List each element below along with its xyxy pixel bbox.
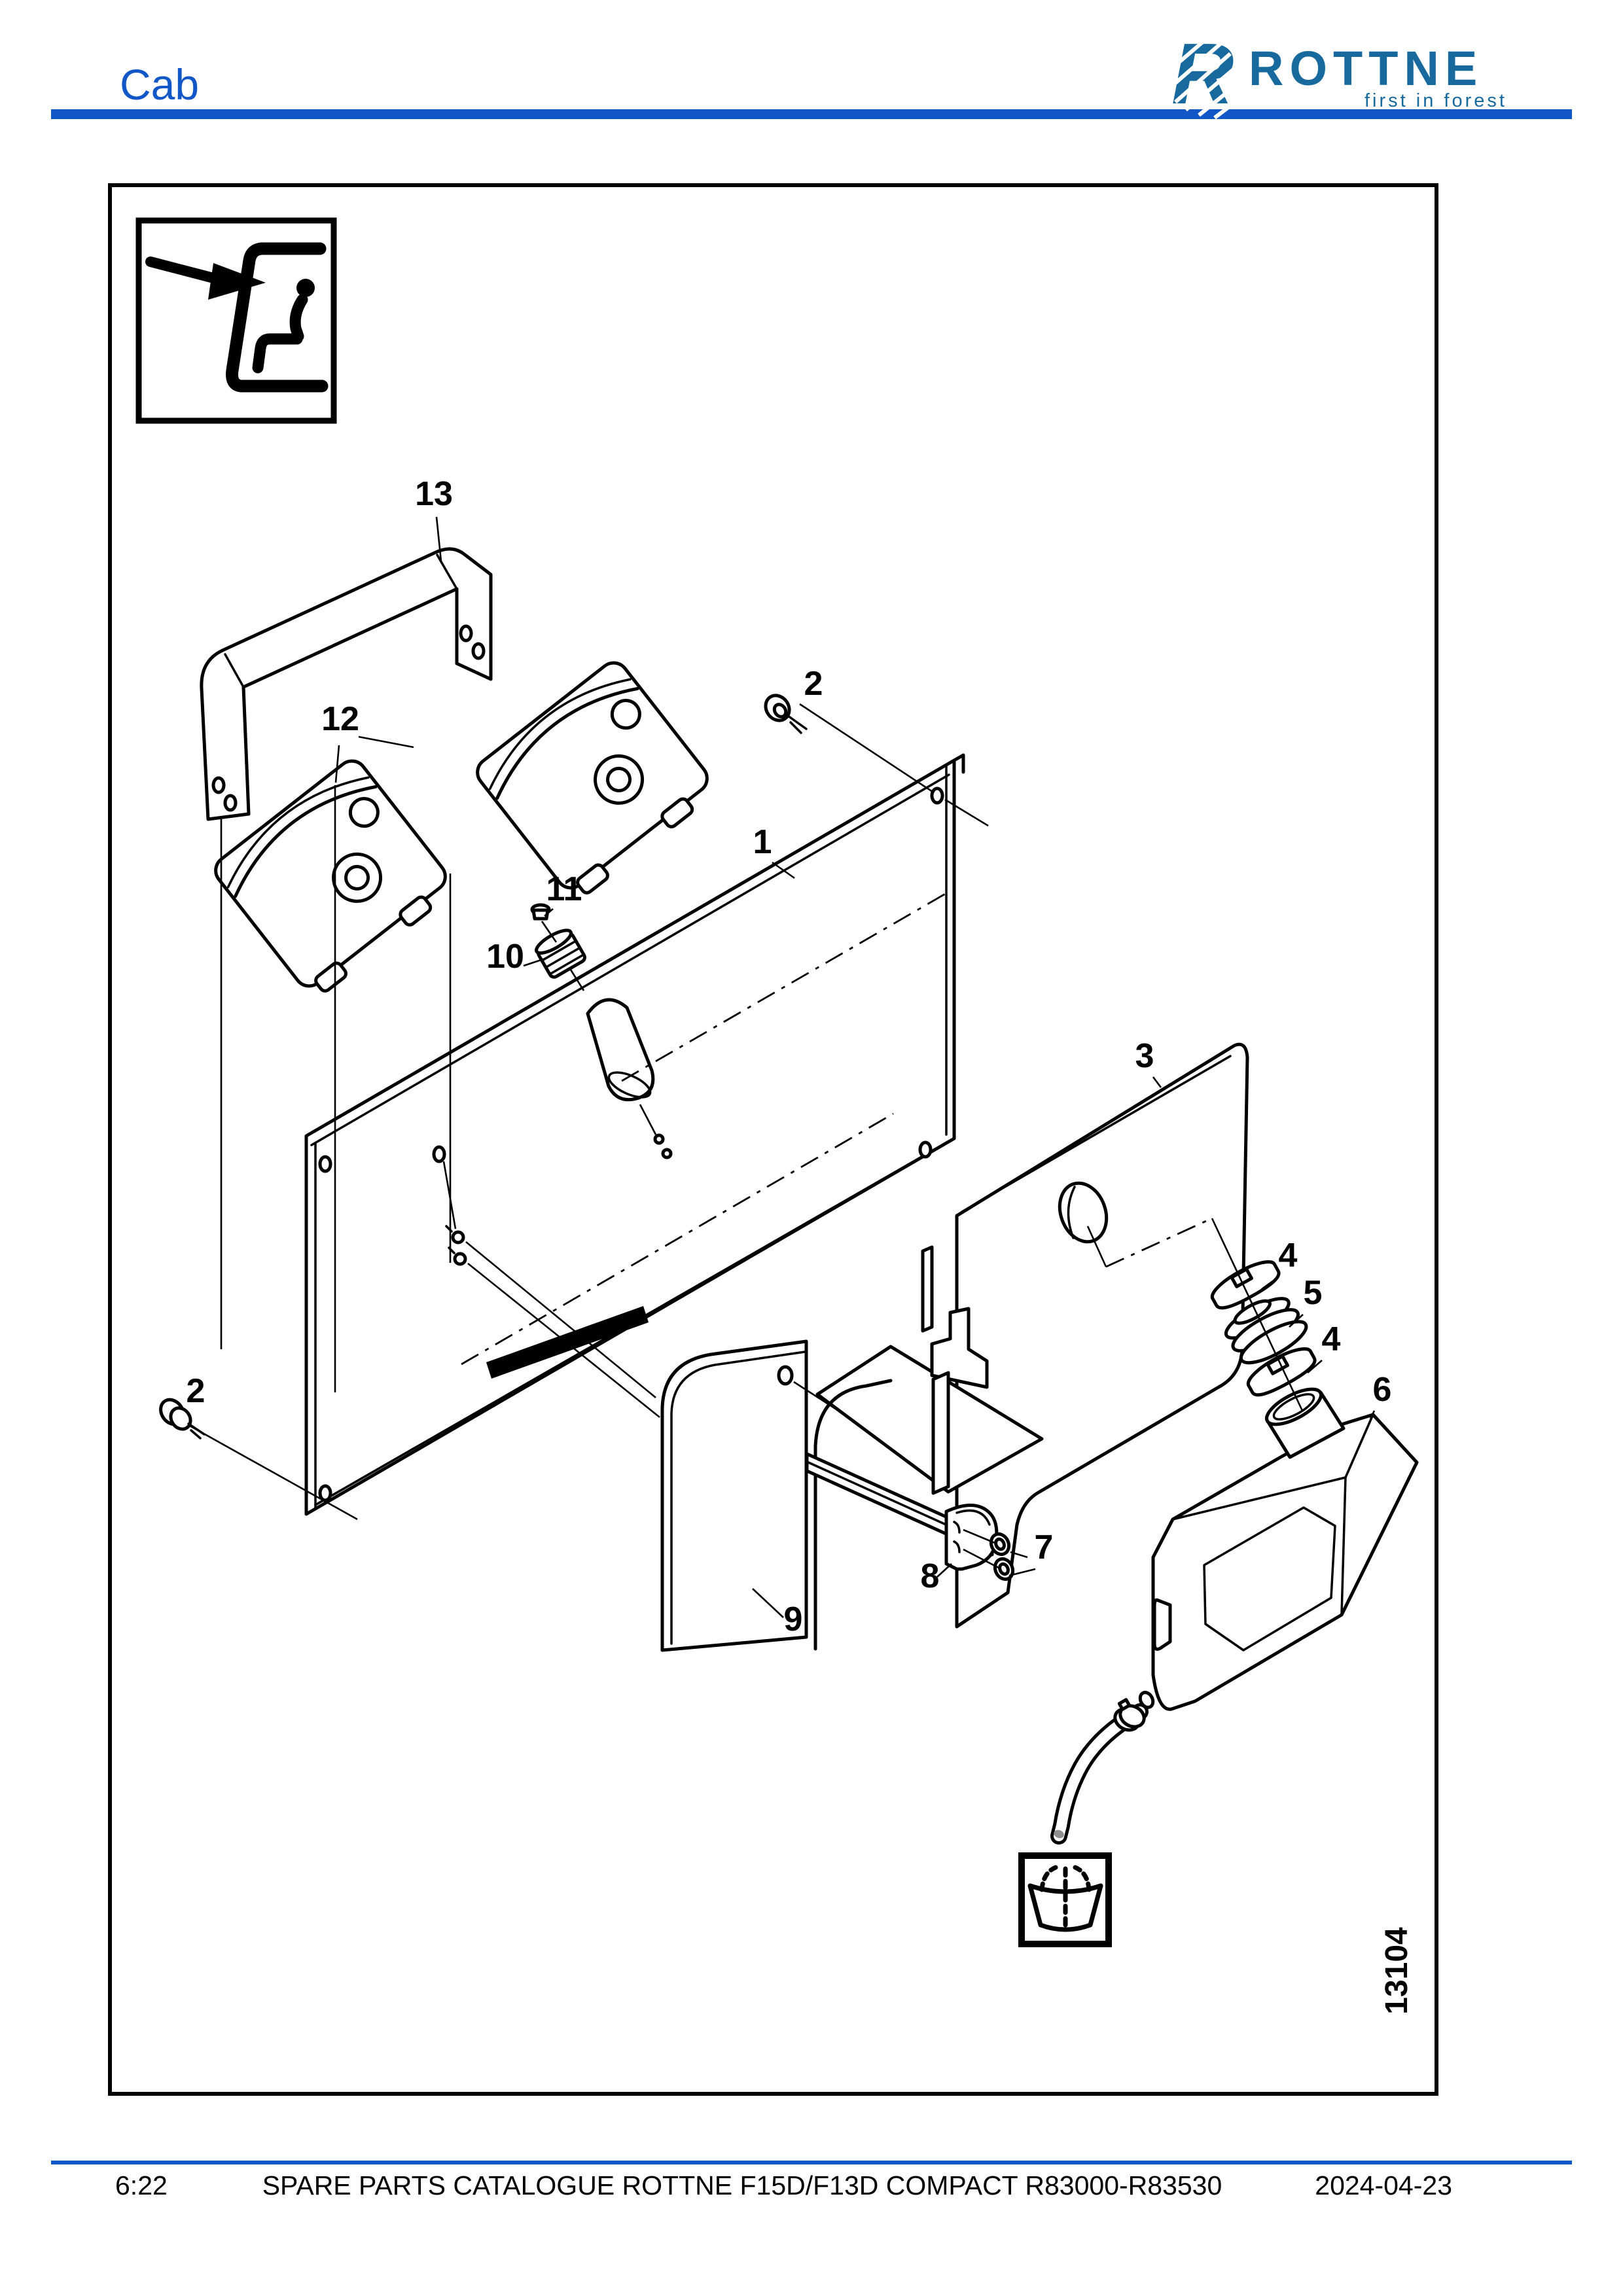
leader-line: [1008, 1568, 1036, 1577]
footer-page-ref: 6:22: [115, 2170, 168, 2200]
vent-cone: [586, 998, 673, 1159]
page-title: Cab: [120, 60, 199, 109]
part-label-8: 8: [921, 1557, 940, 1595]
dash-dot-lines: [461, 891, 1213, 1366]
part-label-4: 4: [1322, 1320, 1341, 1358]
leader-line: [1010, 1551, 1028, 1559]
leader-line: [752, 1588, 784, 1618]
page-header: Cab R ROTTNE first in forest: [51, 24, 1572, 122]
tank-filler-neck: [1265, 1387, 1346, 1459]
windshield-washer-icon: [1018, 1852, 1112, 1947]
part-2-screw-left: [159, 1398, 205, 1439]
part-label-5: 5: [1304, 1274, 1323, 1312]
dash-dot-line: [1105, 1217, 1213, 1268]
leader-line: [963, 1528, 995, 1544]
leader-line: [544, 908, 554, 917]
part-label-2: 2: [804, 665, 823, 703]
leader-line: [188, 1424, 358, 1521]
part-2-screw-top: [764, 694, 808, 734]
part-5-bellows: [1224, 1297, 1308, 1365]
part-9-lower-panel: [660, 1339, 808, 1652]
leader-line: [799, 703, 933, 793]
part-label-10: 10: [486, 938, 524, 976]
mounting-screws: [445, 1225, 467, 1266]
leader-line: [963, 1548, 999, 1569]
page-footer: 6:22 SPARE PARTS CATALOGUE ROTTNE F15D/F…: [51, 2161, 1572, 2200]
part-4-washer-upper: [1210, 1260, 1281, 1310]
leader-line: [523, 957, 548, 967]
logo-tagline: first in forest: [1364, 90, 1507, 111]
alignment-line: [1211, 1218, 1304, 1411]
leader-line: [358, 735, 414, 749]
logo-brand: ROTTNE: [1249, 41, 1483, 96]
leader-line: [1369, 1410, 1376, 1419]
part-7-nuts: [989, 1532, 1015, 1581]
leader-line: [569, 969, 585, 991]
rottne-logo: R ROTTNE first in forest: [1162, 24, 1507, 122]
leader-line: [793, 1381, 855, 1422]
cab-tilt-icon: [135, 217, 337, 424]
part-11-plug: [530, 903, 551, 921]
tank-outlet-hose: [1050, 1691, 1155, 1845]
leader-lines: [188, 516, 1376, 1618]
part-label-13: 13: [415, 475, 453, 513]
part-label-4: 4: [1279, 1237, 1298, 1275]
part-label-3: 3: [1135, 1037, 1154, 1075]
leader-line: [936, 1563, 952, 1578]
part-8-clamp-bracket: [944, 1504, 999, 1571]
part-12-speaker-right: [476, 661, 709, 894]
header-rule: [51, 109, 1572, 119]
leader-line: [772, 861, 795, 879]
leader-line: [334, 745, 340, 783]
rottne-logo-mark-icon: R: [1162, 24, 1254, 122]
leader-line: [1289, 1314, 1304, 1328]
leader-line: [541, 921, 558, 943]
footer-catalogue-title: SPARE PARTS CATALOGUE ROTTNE F15D/F13D C…: [262, 2170, 1222, 2200]
part-label-6: 6: [1373, 1371, 1392, 1409]
footer-date: 2024-04-23: [1315, 2170, 1452, 2200]
part-label-11: 11: [546, 870, 582, 908]
leader-line: [435, 516, 442, 562]
alignment-lines: [220, 785, 1304, 1411]
footer-rule: [51, 2161, 1572, 2164]
leader-line: [467, 1262, 660, 1419]
part-3-side-panel: [955, 1042, 1249, 1629]
leader-line: [1261, 1276, 1279, 1290]
leader-line: [944, 798, 989, 827]
part-label-12: 12: [321, 700, 359, 738]
part-label-9: 9: [784, 1600, 803, 1638]
part-label-7: 7: [1035, 1528, 1054, 1566]
leader-line: [639, 1104, 657, 1135]
leader-line: [1086, 1226, 1107, 1267]
part-10-cap: [535, 928, 586, 979]
part-6-washer-tank: [1050, 1387, 1419, 1845]
part-label-1: 1: [753, 823, 772, 861]
part-12-speaker-left: [214, 759, 447, 993]
figure-number: 13104: [1380, 1927, 1414, 2015]
leader-line: [1307, 1360, 1323, 1373]
leader-line: [465, 1241, 656, 1399]
dash-dot-line: [461, 1112, 894, 1366]
leader-line: [1152, 1076, 1162, 1088]
dash-dot-line: [621, 891, 948, 1082]
part-label-2: 2: [187, 1372, 205, 1410]
part-4-washer-lower: [1246, 1347, 1317, 1397]
